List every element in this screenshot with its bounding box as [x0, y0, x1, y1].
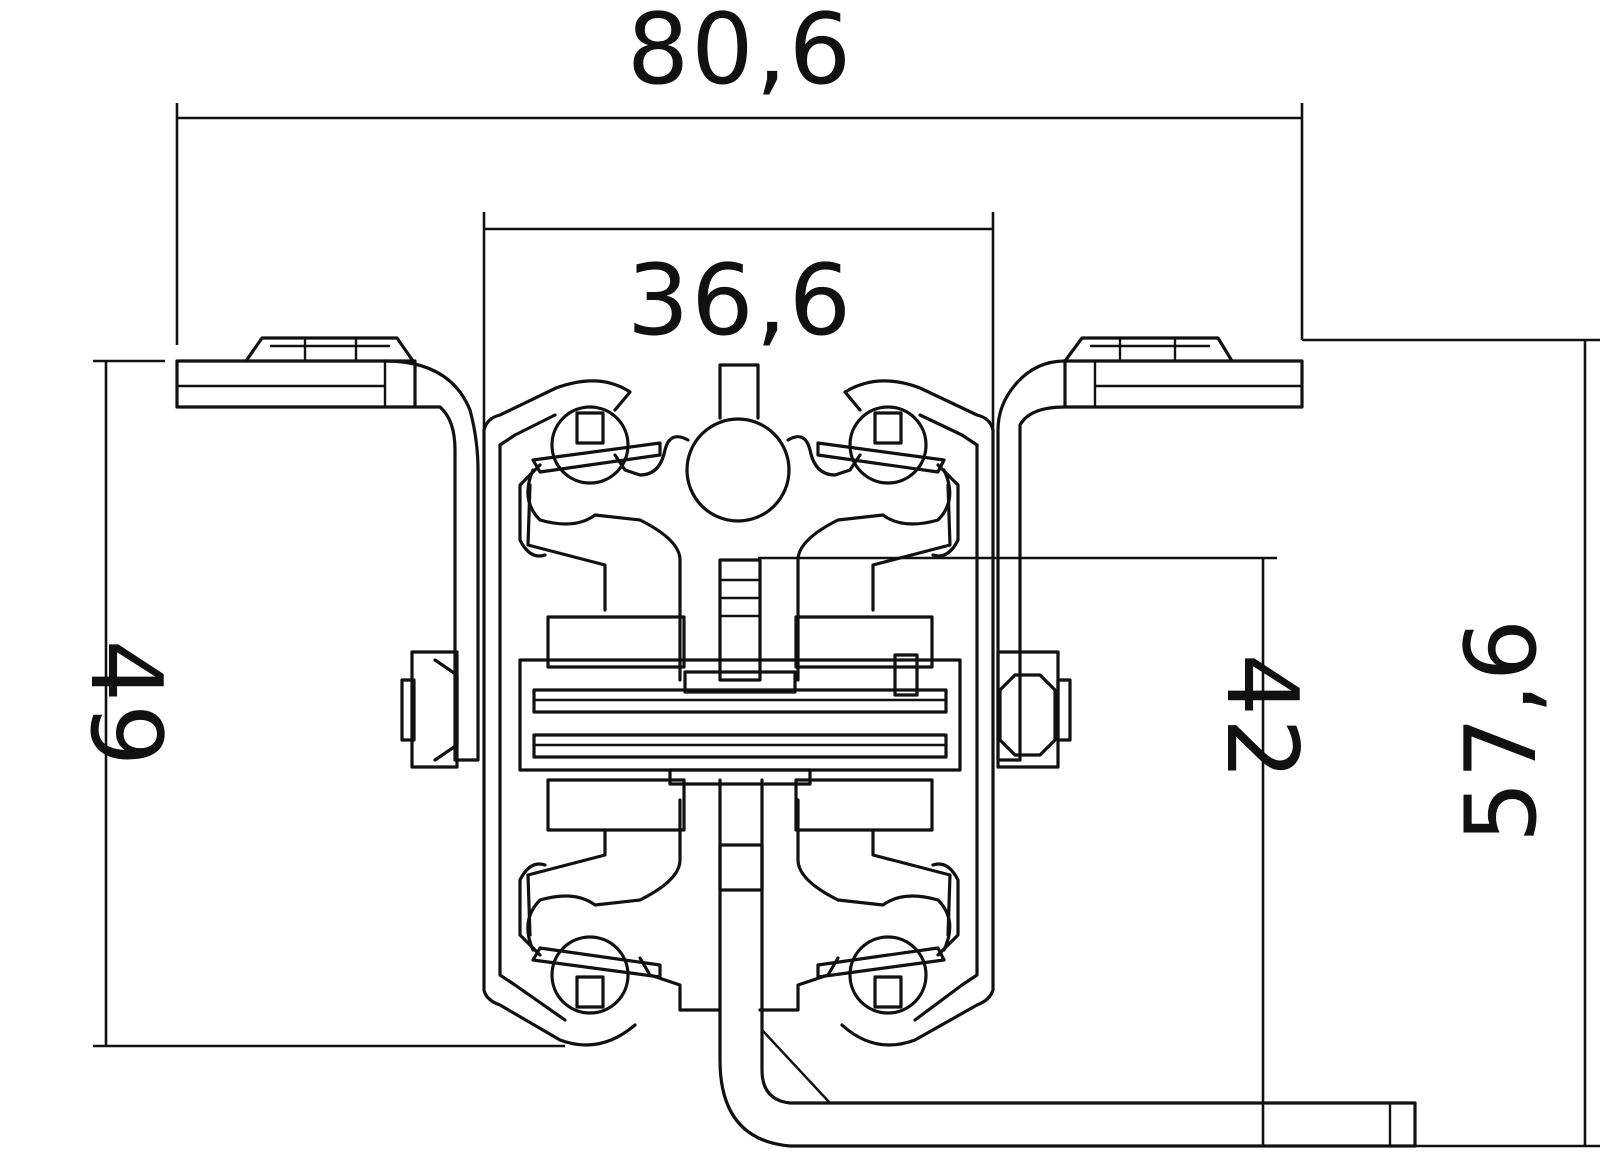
hinge-body-housing — [482, 379, 995, 1047]
dimension-label-left-height: 49 — [68, 640, 182, 769]
upper-left-arm — [518, 405, 682, 682]
dimension-right-height: 57,6 — [1302, 338, 1600, 1148]
lower-strike-plate — [718, 778, 1417, 1148]
dimension-left-height: 49 — [68, 359, 565, 1048]
dimension-body-width: 36,6 — [482, 212, 995, 430]
dimension-label-overall-width: 80,6 — [627, 0, 853, 107]
right-side-screw — [996, 650, 1072, 769]
lower-left-arm — [518, 798, 720, 1015]
dimension-label-right-height: 57,6 — [1445, 617, 1559, 843]
dimension-label-body-width: 36,6 — [627, 244, 853, 358]
upper-right-arm — [796, 405, 960, 682]
left-side-screw — [400, 650, 459, 769]
right-mounting-leaf — [996, 336, 1304, 762]
lower-right-arm — [758, 798, 960, 1015]
left-mounting-leaf — [175, 336, 480, 762]
central-slide-assembly — [518, 558, 962, 832]
top-pivot-knuckle — [613, 363, 862, 523]
dimension-inner-height: 42 — [758, 556, 1318, 1146]
dimension-label-inner-height: 42 — [1204, 654, 1318, 783]
dimension-overall-width: 80,6 — [175, 0, 1304, 345]
